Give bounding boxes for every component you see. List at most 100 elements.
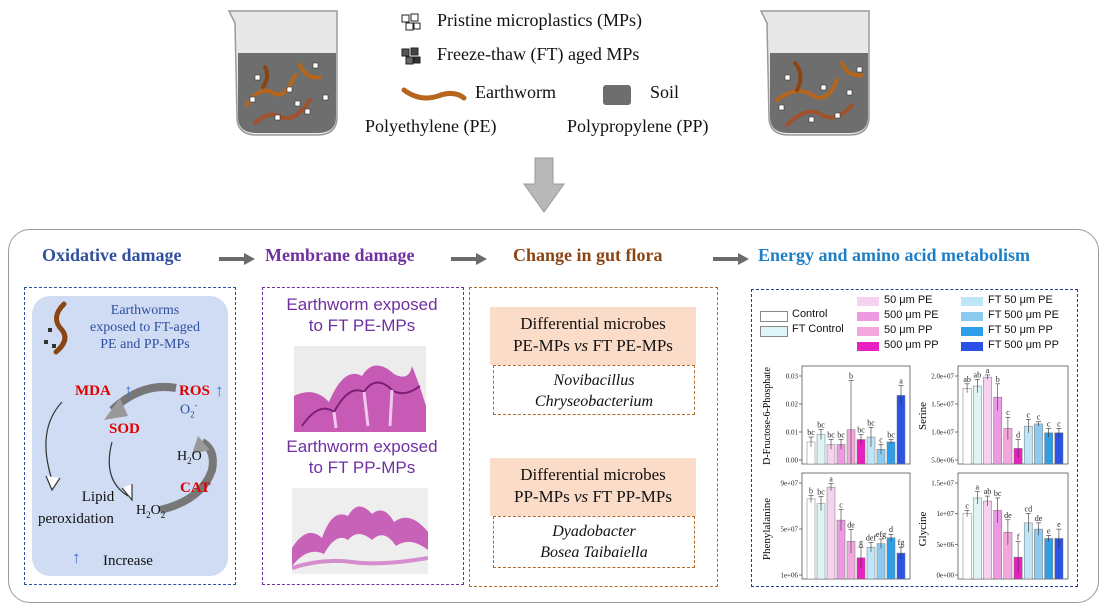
bar — [826, 486, 836, 580]
microbe-name: Bosea Taibaiella — [540, 544, 648, 561]
legend-swatch — [857, 312, 879, 321]
plot-frame — [801, 472, 911, 580]
tick-label: 1e+07 — [936, 510, 954, 518]
bar — [806, 498, 816, 580]
plot-frame — [957, 472, 1069, 580]
significance-letter: a — [899, 377, 903, 386]
caption-line: Earthworm exposed — [286, 437, 438, 456]
membrane-panel — [262, 287, 464, 585]
h2o2-sub: 2 — [160, 509, 166, 520]
o2-label: O2- — [180, 400, 198, 419]
significance-letter: def — [866, 533, 877, 542]
bar — [866, 546, 876, 580]
main-panel — [8, 229, 1099, 603]
significance-letter: b — [809, 486, 813, 495]
significance-letter: ab — [984, 487, 992, 496]
caption-line: to FT PP-MPs — [308, 458, 416, 477]
pristine-mp-icon — [401, 13, 421, 31]
box-part: PP-MPs — [514, 487, 575, 506]
o2-sup: - — [194, 400, 198, 410]
axis-label: Serine — [917, 402, 929, 430]
significance-letter: d — [889, 525, 893, 534]
tick-label: 0.00 — [786, 457, 799, 465]
bar — [962, 513, 972, 580]
tick-label: 0.01 — [786, 429, 799, 437]
oxidative-flow-arrows — [45, 383, 217, 514]
legend-label: FT 50 μm PE — [988, 294, 1053, 306]
significance-letter: f — [1017, 533, 1020, 542]
significance-letter: bc — [817, 421, 825, 430]
significance-letter: e — [1047, 526, 1051, 535]
axis-label: Phenylalanine — [761, 498, 773, 560]
peroxidation-label: peroxidation — [38, 511, 114, 527]
axis-label: D-Fructose-6-Phosphate — [762, 367, 773, 465]
lipid-line: Lipid — [81, 489, 115, 505]
caption-line: Earthworms — [110, 303, 180, 318]
significance-letter: a — [976, 483, 980, 492]
plot-frame — [957, 365, 1069, 465]
significance-letter: bc — [867, 418, 875, 427]
legend-swatch — [760, 326, 788, 337]
tick-label: 9e+07 — [780, 480, 798, 488]
gut-panel — [469, 287, 718, 587]
lipid-label: Lipid — [48, 488, 148, 507]
h2o-o: O — [191, 449, 202, 464]
significance-letter: c — [1027, 410, 1031, 419]
metabolism-panel — [751, 289, 1078, 587]
legend-label: 50 μm PE — [884, 294, 933, 306]
sod-label: SOD — [109, 421, 140, 437]
legend-swatch — [961, 312, 983, 321]
ros-label: ROS — [179, 383, 210, 399]
header-gut: Change in gut flora — [513, 245, 663, 265]
legend-label: FT Control — [792, 323, 844, 335]
bar — [983, 376, 992, 465]
gut-box1-header: Differential microbes PE-MPs vs FT PE-MP… — [490, 307, 696, 365]
legend-label: Control — [792, 308, 828, 320]
significance-letter: c — [1037, 413, 1041, 422]
caption-line: Earthworm exposed — [286, 295, 438, 314]
arrow-right-icon — [713, 253, 749, 265]
tick-label: 1.0e+07 — [931, 429, 954, 437]
bar — [1034, 423, 1043, 465]
significance-letter: bc — [887, 431, 895, 440]
microbe-name: Novibacillus — [553, 372, 635, 389]
significance-letter: g — [859, 538, 863, 547]
microbe-name: Chryseobacterium — [534, 393, 654, 410]
significance-letter: d — [1016, 431, 1020, 440]
earthworm-icon — [44, 301, 68, 355]
o2-text: O — [180, 402, 191, 418]
vs-label: vs — [574, 487, 589, 506]
tick-label: 2.0e+07 — [931, 373, 954, 381]
bar — [896, 395, 906, 465]
bar — [1044, 538, 1054, 580]
significance-letter: de — [1035, 514, 1043, 523]
header-membrane: Membrane damage — [265, 245, 415, 265]
bar — [816, 503, 826, 580]
legend-swatch — [961, 342, 983, 351]
legend-label: FT 500 μm PE — [988, 309, 1059, 321]
mda-label: MDA — [75, 383, 111, 399]
legend-label: FT 500 μm PP — [988, 339, 1059, 351]
significance-letter: e — [1057, 520, 1061, 529]
bar — [886, 441, 896, 465]
histology-image-pp — [292, 488, 428, 574]
caption-line: to FT PE-MPs — [308, 316, 416, 335]
tick-label: 0.02 — [786, 401, 799, 409]
significance-letter: b — [996, 375, 1000, 384]
soil-swatch-icon — [603, 85, 631, 105]
box-line: PP-MPs vs FT PP-MPs — [490, 486, 696, 508]
microbe-name: Dyadobacter — [552, 523, 636, 540]
earthworm-label: Earthworm — [475, 82, 556, 102]
legend-swatch — [857, 327, 879, 336]
significance-letter: de — [1004, 511, 1012, 520]
arrow-right-icon — [219, 253, 255, 265]
box-line: PE-MPs vs FT PE-MPs — [490, 335, 696, 357]
pristine-label: Pristine microplastics (MPs) — [437, 10, 642, 30]
histology-image-pe — [294, 346, 426, 432]
h2o-sub: 2 — [187, 455, 192, 466]
legend-label: 500 μm PP — [884, 339, 939, 351]
box-part: FT PP-MPs — [588, 487, 672, 506]
